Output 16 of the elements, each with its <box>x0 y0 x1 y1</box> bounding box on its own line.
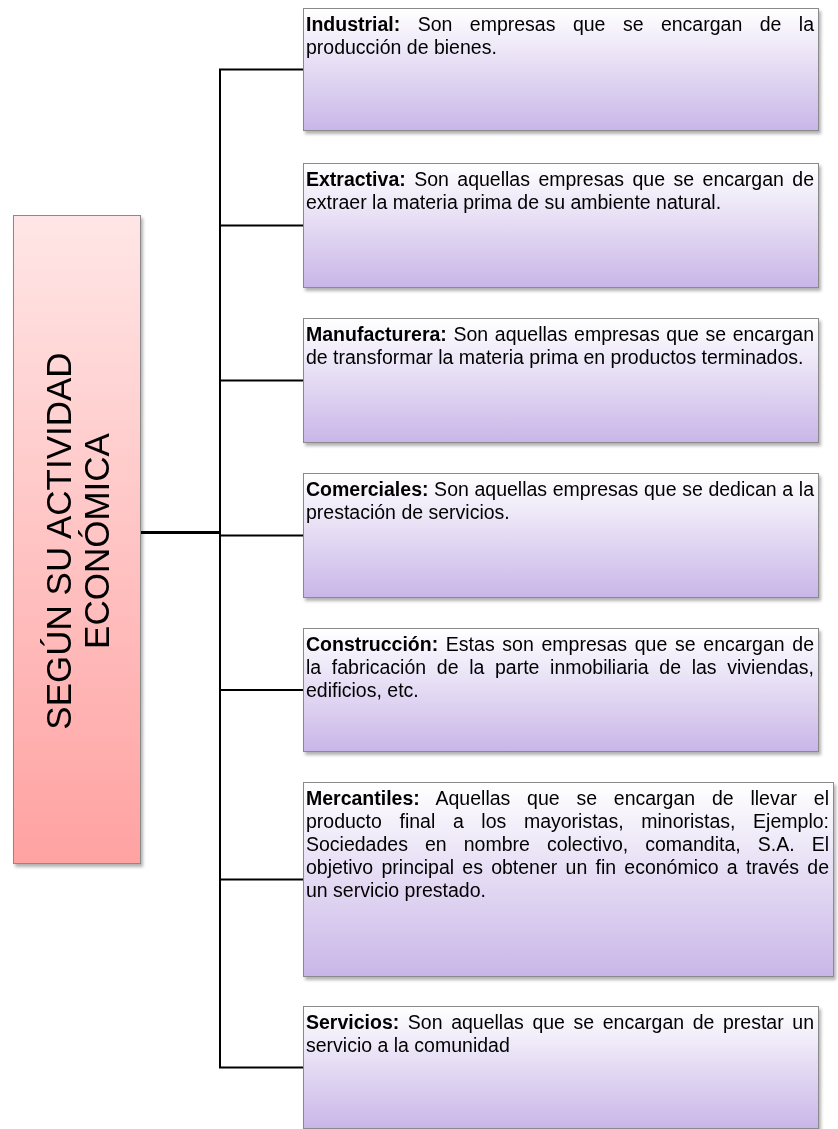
definition-text: Industrial: Son empresas que se encargan de la producción de bienes. <box>306 13 814 59</box>
definition-text: Manufacturera: Son aquellas empresas que se encargan de transformar la materia prima en productos terminados. <box>306 323 814 369</box>
definition-text: Construcción: Estas son empresas que se encargan de la fabricación de la parte inmobiliaria de las viviendas, edificios, etc. <box>306 633 814 702</box>
definition-box <box>303 473 819 598</box>
category-title: SEGÚN SU ACTIVIDAD ECONÓMICA <box>40 350 116 732</box>
definition-box <box>303 318 819 443</box>
definition-box <box>303 628 819 752</box>
definition-text: Extractiva: Son aquellas empresas que se encargan de extraer la materia prima de su ambiente natural. <box>306 168 814 214</box>
definition-box <box>303 8 819 131</box>
definition-text: Comerciales: Son aquellas empresas que se dedican a la prestación de servicios. <box>306 478 814 524</box>
category-box <box>13 215 141 864</box>
definition-text: Servicios: Son aquellas que se encargan de prestar un servicio a la comunidad <box>306 1011 814 1057</box>
definition-text: Mercantiles: Aquellas que se encargan de llevar el producto final a los mayoristas, minoristas, Ejemplo: Sociedades en nombre colectivo, comandita, S.A. El objetivo principal es obtener un fin económico a través de un servicio prestado. <box>306 787 829 902</box>
definition-box <box>303 163 819 288</box>
definition-box <box>303 1006 819 1129</box>
definition-box <box>303 782 834 977</box>
